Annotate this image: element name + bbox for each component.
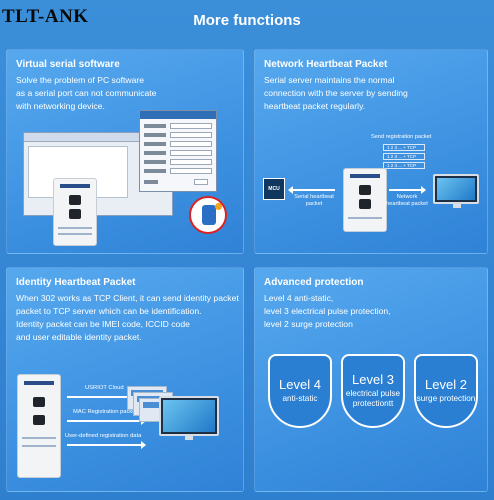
description-line: When 302 works as TCP Client, it can sen… bbox=[16, 293, 239, 303]
mac-registration-label: MAC Registration packet bbox=[73, 409, 138, 415]
description-line: packet to TCP server which can be identi… bbox=[16, 306, 202, 317]
panel-description: Level 4 anti-static, level 3 electrical … bbox=[264, 292, 391, 331]
badge-level: Level 2 bbox=[425, 377, 467, 393]
description-line: Level 4 anti-static, bbox=[264, 293, 334, 303]
mac-arrow bbox=[67, 417, 146, 425]
user-defined-label: User-defined registration data bbox=[65, 433, 142, 439]
protection-badge-level4: Level 4 anti-static bbox=[268, 354, 332, 428]
description-line: level 2 surge protection bbox=[264, 319, 353, 330]
user-data-arrow bbox=[67, 441, 146, 449]
protection-badge-level3: Level 3 electrical pulse protectiontt bbox=[341, 354, 405, 428]
packet-bar: 1 2 3 ... + TCP bbox=[383, 162, 425, 169]
description-line: connection with the server by sending bbox=[264, 88, 408, 99]
packet-bar: 1 2 3 ... + TCP bbox=[383, 144, 425, 151]
panel-description: Serial server maintains the normal conne… bbox=[264, 74, 408, 113]
server-monitor-icon bbox=[433, 174, 479, 208]
send-registration-label: Send registration packet bbox=[371, 134, 432, 140]
badge-desc: surge protection bbox=[416, 393, 476, 403]
serial-heartbeat-label: Serial heartbeat packet bbox=[294, 194, 334, 207]
panel-title: Virtual serial software bbox=[16, 59, 120, 70]
serial-arrow bbox=[288, 186, 335, 194]
usr-logo-icon bbox=[189, 196, 227, 234]
description-line: Solve the problem of PC software bbox=[16, 75, 145, 85]
badge-desc: electrical pulse protectiontt bbox=[345, 388, 401, 408]
description-line: Serial server maintains the normal bbox=[264, 75, 395, 85]
network-heartbeat-label: Network heartbeat packet bbox=[386, 194, 428, 207]
serial-server-device bbox=[17, 374, 61, 478]
server-monitor-icon bbox=[159, 396, 219, 440]
protection-badge-level2: Level 2 surge protection bbox=[414, 354, 478, 428]
panel-identity-heartbeat: Identity Heartbeat Packet When 302 works… bbox=[6, 267, 244, 492]
panel-title: Advanced protection bbox=[264, 277, 364, 288]
badge-level: Level 3 bbox=[352, 372, 394, 388]
serial-server-device bbox=[343, 168, 387, 232]
panel-network-heartbeat: Network Heartbeat Packet Serial server m… bbox=[254, 49, 488, 254]
network-arrow bbox=[389, 186, 426, 194]
serial-server-device bbox=[53, 178, 97, 246]
brand-logo: TLT-ANK bbox=[2, 6, 89, 27]
description-line: heartbeat packet regularly. bbox=[264, 101, 366, 112]
panel-title: Identity Heartbeat Packet bbox=[16, 277, 136, 288]
config-dialog-image bbox=[139, 110, 217, 192]
page-title: More functions bbox=[193, 12, 301, 29]
packet-bar: 1 2 3 ... + TCP bbox=[383, 153, 425, 160]
panel-title: Network Heartbeat Packet bbox=[264, 59, 388, 70]
description-line: level 3 electrical pulse protection, bbox=[264, 306, 391, 317]
description-line: as a serial port can not communicate bbox=[16, 88, 157, 99]
panel-description: Solve the problem of PC software as a se… bbox=[16, 74, 156, 113]
description-line: and user editable identity packet. bbox=[16, 332, 142, 343]
description-line: with networking device. bbox=[16, 101, 105, 112]
panel-description: When 302 works as TCP Client, it can sen… bbox=[16, 292, 239, 344]
panel-virtual-serial: Virtual serial software Solve the proble… bbox=[6, 49, 244, 254]
mcu-chip-icon: MCU bbox=[263, 178, 285, 200]
usriot-cloud-label: USRIOT Cloud bbox=[85, 385, 124, 391]
description-line: Identity packet can be IMEI code, ICCID … bbox=[16, 319, 190, 330]
badge-desc: anti-static bbox=[282, 393, 318, 403]
badge-level: Level 4 bbox=[279, 377, 321, 393]
